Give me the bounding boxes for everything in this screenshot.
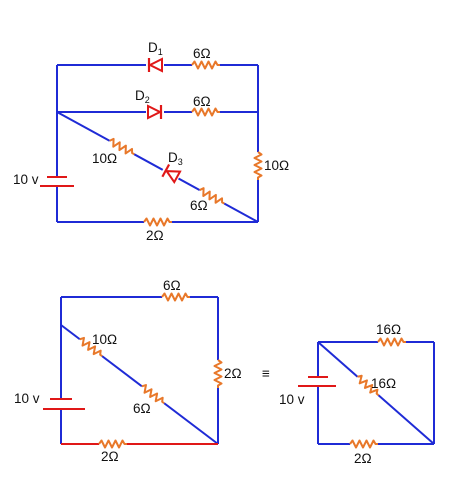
label-top-bottom-resistance: 2Ω	[146, 228, 164, 243]
resistor-bl-diagonal-lower	[138, 382, 168, 408]
label-bl-bottom-resistance: 2Ω	[101, 449, 119, 464]
label-d1: D1	[148, 40, 163, 57]
resistor-bl-top	[161, 292, 191, 302]
label-d3: D3	[168, 150, 183, 167]
top-wires	[56, 64, 259, 223]
label-bl-diagonal-lower-resistance: 6Ω	[133, 401, 151, 416]
resistor-bl-bottom	[98, 439, 128, 449]
equivalence-symbol: ≡	[262, 366, 270, 381]
label-top-right-resistance: 10Ω	[264, 158, 289, 173]
resistor-top-branch-2	[191, 107, 221, 117]
resistor-top-bottom	[143, 217, 173, 227]
label-bl-right-resistance: 2Ω	[224, 366, 242, 381]
label-top-diagonal-upper-resistance: 10Ω	[92, 151, 117, 166]
battery-bottom-left	[43, 398, 85, 410]
diode-d2-symbol	[146, 104, 164, 120]
label-bl-battery-voltage: 10 v	[14, 391, 40, 406]
resistor-top-diagonal-lower	[197, 186, 227, 208]
circuit-bottom-right: 16Ω 16Ω 2Ω 10 v	[279, 322, 435, 466]
label-br-bottom-resistance: 2Ω	[354, 451, 372, 466]
label-top-branch-2-resistance: 6Ω	[193, 94, 211, 109]
label-br-battery-voltage: 10 v	[279, 392, 305, 407]
diode-d1-symbol	[146, 57, 164, 73]
label-top-diagonal-lower-resistance: 6Ω	[190, 198, 208, 213]
resistor-br-top	[377, 337, 407, 347]
battery-bottom-right	[298, 376, 336, 387]
label-bl-diagonal-upper-resistance: 10Ω	[92, 332, 117, 347]
resistor-bl-diagonal-upper	[76, 335, 106, 360]
resistor-br-bottom	[349, 439, 379, 449]
circuit-top: D1 D2 D3 6Ω 6Ω 10Ω 6Ω 10Ω 2Ω 10 v	[13, 40, 289, 243]
resistor-top-branch-1	[191, 60, 221, 70]
label-d2: D2	[135, 88, 150, 105]
label-br-diagonal-resistance: 16Ω	[371, 376, 396, 391]
circuit-bottom-left: 6Ω 10Ω 6Ω 2Ω 2Ω 10 v	[14, 278, 242, 464]
label-top-branch-1-resistance: 6Ω	[193, 46, 211, 61]
resistor-bl-right	[213, 359, 223, 389]
label-br-top-resistance: 16Ω	[376, 322, 401, 337]
resistor-top-diagonal-upper	[107, 136, 137, 159]
resistor-top-right	[253, 151, 263, 181]
resistor-br-diagonal	[354, 373, 382, 399]
label-top-battery-voltage: 10 v	[13, 172, 39, 187]
diode-d3-symbol	[159, 162, 183, 185]
bottom-left-wires	[60, 296, 219, 445]
battery-top	[40, 176, 74, 187]
label-bl-top-resistance: 6Ω	[163, 278, 181, 293]
